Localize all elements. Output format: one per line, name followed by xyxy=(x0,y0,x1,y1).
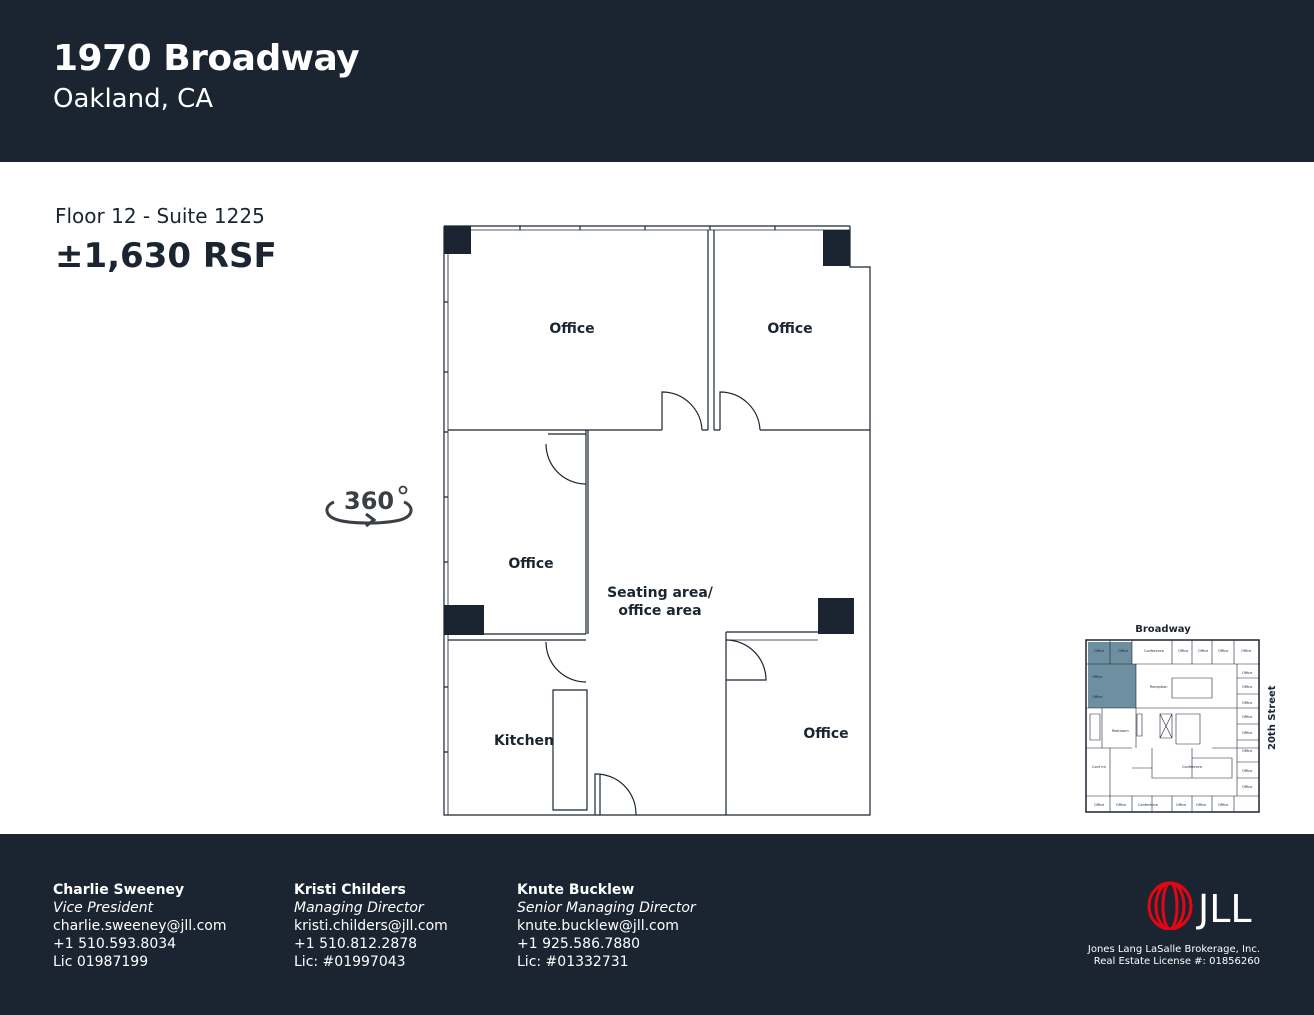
street-label-20th: 20th Street xyxy=(1267,685,1278,750)
highlighted-suite xyxy=(1088,642,1136,708)
svg-text:Conference: Conference xyxy=(1182,765,1202,769)
svg-text:Office: Office xyxy=(1242,685,1252,689)
room-label-office-2: Office xyxy=(767,321,812,337)
svg-text:Office: Office xyxy=(1242,701,1252,705)
floor-plan: Office Office Office Seating area/ offic… xyxy=(440,222,880,827)
contact-email[interactable]: knute.bucklew@jll.com xyxy=(517,918,679,934)
room-label-office-4: Office xyxy=(803,726,848,742)
360-tour-icon[interactable]: 360 xyxy=(322,482,418,532)
room-label-seating-1: Seating area/ xyxy=(607,585,714,601)
suite-label: Floor 12 - Suite 1225 xyxy=(55,204,265,228)
svg-text:Office: Office xyxy=(1092,695,1102,699)
property-location: Oakland, CA xyxy=(53,84,214,114)
street-label-broadway: Broadway xyxy=(1135,624,1191,635)
svg-text:Office: Office xyxy=(1242,769,1252,773)
contact-card: Knute Bucklew Senior Managing Director k… xyxy=(517,881,696,971)
svg-text:Office: Office xyxy=(1196,803,1206,807)
column xyxy=(823,230,850,266)
contact-title: Managing Director xyxy=(294,900,424,916)
svg-text:Office: Office xyxy=(1094,803,1104,807)
logo-wordmark: JLL xyxy=(1196,887,1252,930)
contact-phone[interactable]: +1 510.593.8034 xyxy=(53,936,177,952)
svg-text:Reception: Reception xyxy=(1150,685,1167,689)
svg-text:Office: Office xyxy=(1118,649,1128,653)
svg-text:Office: Office xyxy=(1218,649,1228,653)
room-label-office-1: Office xyxy=(549,321,594,337)
svg-text:Office: Office xyxy=(1176,803,1186,807)
column xyxy=(818,598,854,634)
contact-title: Vice President xyxy=(53,900,154,916)
svg-text:Office: Office xyxy=(1092,675,1102,679)
contact-email[interactable]: charlie.sweeney@jll.com xyxy=(53,918,227,934)
svg-text:Office: Office xyxy=(1198,649,1208,653)
svg-text:Office: Office xyxy=(1116,803,1126,807)
contact-card: Kristi Childers Managing Director kristi… xyxy=(294,881,448,971)
license-number: Real Estate License #: 01856260 xyxy=(1093,956,1260,967)
360-label: 360 xyxy=(344,487,394,515)
svg-text:Office: Office xyxy=(1178,649,1188,653)
header-band: 1970 Broadway Oakland, CA xyxy=(0,0,1314,162)
svg-text:Office: Office xyxy=(1094,649,1104,653)
svg-text:Conference: Conference xyxy=(1144,649,1164,653)
svg-text:Office: Office xyxy=(1218,803,1228,807)
column xyxy=(444,605,484,635)
contact-license: Lic: #01997043 xyxy=(294,954,406,970)
svg-text:Office: Office xyxy=(1241,649,1251,653)
column xyxy=(444,226,471,254)
svg-text:Office: Office xyxy=(1242,785,1252,789)
contact-license: Lic: #01332731 xyxy=(517,954,629,970)
room-label-office-3: Office xyxy=(508,556,553,572)
contact-phone[interactable]: +1 925.586.7880 xyxy=(517,936,641,952)
contact-name: Charlie Sweeney xyxy=(53,882,185,898)
room-label-kitchen: Kitchen xyxy=(494,733,554,749)
svg-text:Restroom: Restroom xyxy=(1112,729,1129,733)
property-title: 1970 Broadway xyxy=(53,38,360,79)
svg-text:Office: Office xyxy=(1242,671,1252,675)
room-label-seating-2: office area xyxy=(618,603,701,619)
contact-title: Senior Managing Director xyxy=(517,900,696,916)
contact-phone[interactable]: +1 510.812.2878 xyxy=(294,936,418,952)
svg-text:Conf rm: Conf rm xyxy=(1092,765,1107,769)
jll-logo: JLL xyxy=(1146,880,1262,935)
contact-email[interactable]: kristi.childers@jll.com xyxy=(294,918,448,934)
contact-license: Lic 01987199 xyxy=(53,954,149,970)
company-name: Jones Lang LaSalle Brokerage, Inc. xyxy=(1087,944,1260,955)
footer-band: Charlie Sweeney Vice President charlie.s… xyxy=(0,834,1314,1015)
svg-text:Office: Office xyxy=(1242,731,1252,735)
svg-text:Conference: Conference xyxy=(1138,803,1158,807)
svg-text:Office: Office xyxy=(1242,749,1252,753)
brokerage-info: Jones Lang LaSalle Brokerage, Inc. Real … xyxy=(1088,944,1260,968)
svg-text:Office: Office xyxy=(1242,715,1252,719)
contact-card: Charlie Sweeney Vice President charlie.s… xyxy=(53,881,227,971)
contact-name: Kristi Childers xyxy=(294,882,406,898)
contact-name: Knute Bucklew xyxy=(517,882,635,898)
rentable-area: ±1,630 RSF xyxy=(55,236,277,276)
